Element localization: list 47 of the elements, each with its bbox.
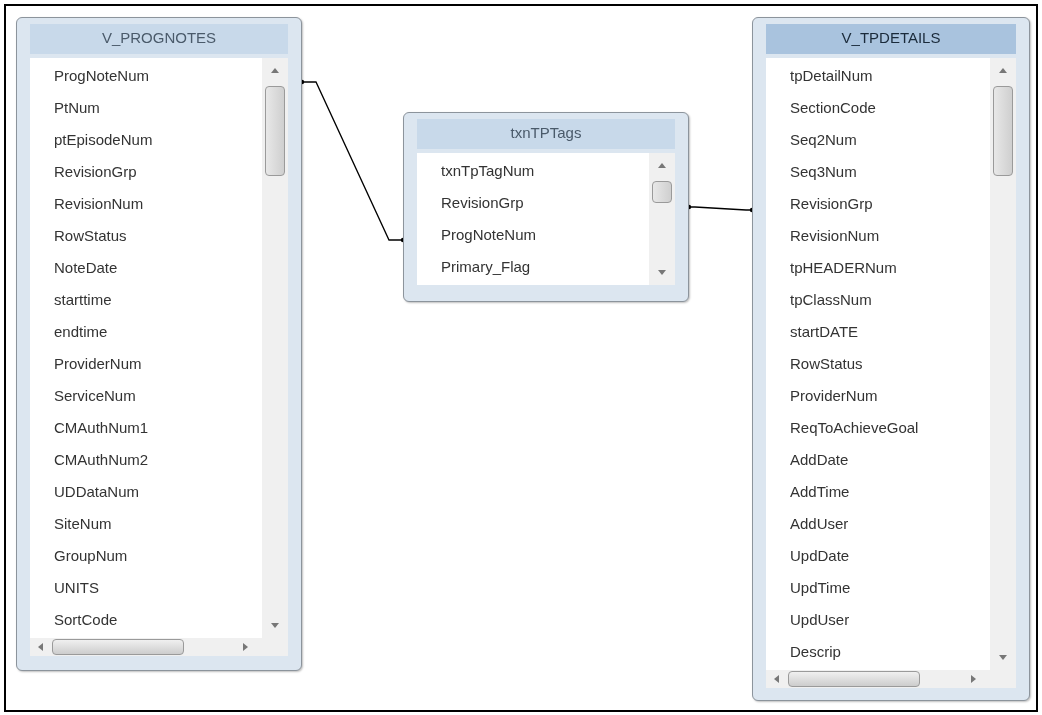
table-window bbox=[403, 112, 689, 302]
table-header: V_PROGNOTES bbox=[30, 24, 288, 54]
column-name: UDDataNum bbox=[54, 482, 140, 502]
column-name: NoteDate bbox=[54, 258, 118, 278]
column-name: UNITS bbox=[54, 578, 99, 598]
column-name: endtime bbox=[54, 322, 108, 342]
table-header: txnTPTags bbox=[417, 119, 675, 149]
column-name: tpHEADERNum bbox=[790, 258, 897, 278]
column-name: ptEpisodeNum bbox=[54, 130, 153, 150]
column-name: ProviderNum bbox=[54, 354, 142, 374]
column-name: ProviderNum bbox=[790, 386, 878, 406]
column-name: SiteNum bbox=[54, 514, 112, 534]
column-name: RevisionGrp bbox=[790, 194, 873, 214]
table-header: V_TPDETAILS bbox=[766, 24, 1016, 54]
column-name: Descrip bbox=[790, 642, 841, 662]
table-window bbox=[16, 17, 302, 671]
column-name: starttime bbox=[54, 290, 112, 310]
column-name: CMAuthNum2 bbox=[54, 450, 149, 470]
column-name: ReqToAchieveGoal bbox=[790, 418, 919, 438]
column-name: UpdTime bbox=[790, 578, 851, 598]
column-name: tpDetailNum bbox=[790, 66, 873, 86]
column-name: RevisionGrp bbox=[54, 162, 137, 182]
column-name: RevisionGrp bbox=[441, 193, 524, 213]
column-name: GroupNum bbox=[54, 546, 128, 566]
column-name: AddUser bbox=[790, 514, 849, 534]
table-window bbox=[752, 17, 1030, 701]
column-name: Primary_Flag bbox=[441, 257, 531, 277]
column-name: Seq2Num bbox=[790, 130, 857, 150]
column-name: UpdUser bbox=[790, 610, 850, 630]
column-name: SectionCode bbox=[790, 98, 876, 118]
column-name: CMAuthNum1 bbox=[54, 418, 149, 438]
column-name: ProgNoteNum bbox=[441, 225, 537, 245]
column-name: AddDate bbox=[790, 450, 849, 470]
column-name: AddTime bbox=[790, 482, 850, 502]
column-name: RowStatus bbox=[790, 354, 863, 374]
column-name: txnTpTagNum bbox=[441, 161, 535, 181]
column-name: RowStatus bbox=[54, 226, 127, 246]
column-name: SortCode bbox=[54, 610, 118, 630]
column-name: startDATE bbox=[790, 322, 859, 342]
column-name: Seq3Num bbox=[790, 162, 857, 182]
column-name: RevisionNum bbox=[790, 226, 880, 246]
column-name: tpClassNum bbox=[790, 290, 872, 310]
column-name: ProgNoteNum bbox=[54, 66, 150, 86]
column-name: UpdDate bbox=[790, 546, 850, 566]
column-name: RevisionNum bbox=[54, 194, 144, 214]
column-name: ServiceNum bbox=[54, 386, 136, 406]
column-name: PtNum bbox=[54, 98, 100, 118]
